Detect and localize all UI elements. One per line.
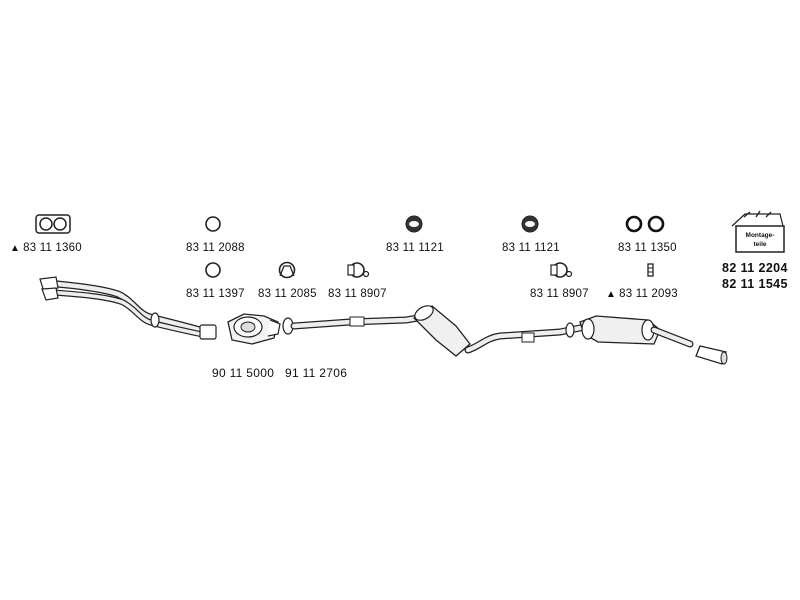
label-catalyst: 90 11 5000 bbox=[212, 366, 275, 380]
label-kit-1: 82 11 2204 bbox=[722, 261, 788, 275]
rings-pair-icon bbox=[625, 215, 665, 233]
label-bolt: 83 11 2093 bbox=[606, 288, 678, 301]
catalyst-icon bbox=[227, 313, 281, 345]
clamp-1-icon bbox=[278, 261, 296, 279]
front-muffler-icon bbox=[412, 305, 471, 357]
svg-text:teile: teile bbox=[753, 241, 766, 248]
label-hanger-1: 83 11 1121 bbox=[386, 242, 444, 254]
kit-box-icon: Montage- teile bbox=[731, 210, 785, 253]
label-ring-2: 83 11 1397 bbox=[186, 288, 245, 300]
label-ring-1: 83 11 2088 bbox=[186, 242, 245, 254]
bolt-icon bbox=[647, 263, 654, 277]
label-catalyst-2: 91 11 2706 bbox=[285, 366, 348, 380]
label-clamp-1: 83 11 2085 bbox=[258, 288, 317, 300]
label-gasket-front: 83 11 1360 bbox=[10, 242, 82, 255]
label-clamp-3: 83 11 8907 bbox=[530, 288, 589, 300]
rear-muffler-icon bbox=[579, 315, 661, 345]
label-clamp-2: 83 11 8907 bbox=[328, 288, 387, 300]
tail-tip-icon bbox=[695, 345, 727, 365]
label-kit-2: 82 11 1545 bbox=[722, 277, 788, 291]
clamp-2-icon bbox=[347, 262, 370, 278]
label-rings-pair: 83 11 1350 bbox=[618, 242, 677, 254]
gasket-front-icon bbox=[35, 214, 71, 234]
svg-text:Montage-: Montage- bbox=[746, 232, 775, 239]
exhaust-system bbox=[39, 276, 728, 365]
hanger-2-icon bbox=[521, 215, 539, 233]
label-hanger-2: 83 11 1121 bbox=[502, 242, 560, 254]
ring-1-icon bbox=[205, 216, 221, 232]
hanger-1-icon bbox=[405, 215, 423, 233]
clamp-3-icon bbox=[550, 262, 573, 278]
ring-2-icon bbox=[205, 262, 221, 278]
